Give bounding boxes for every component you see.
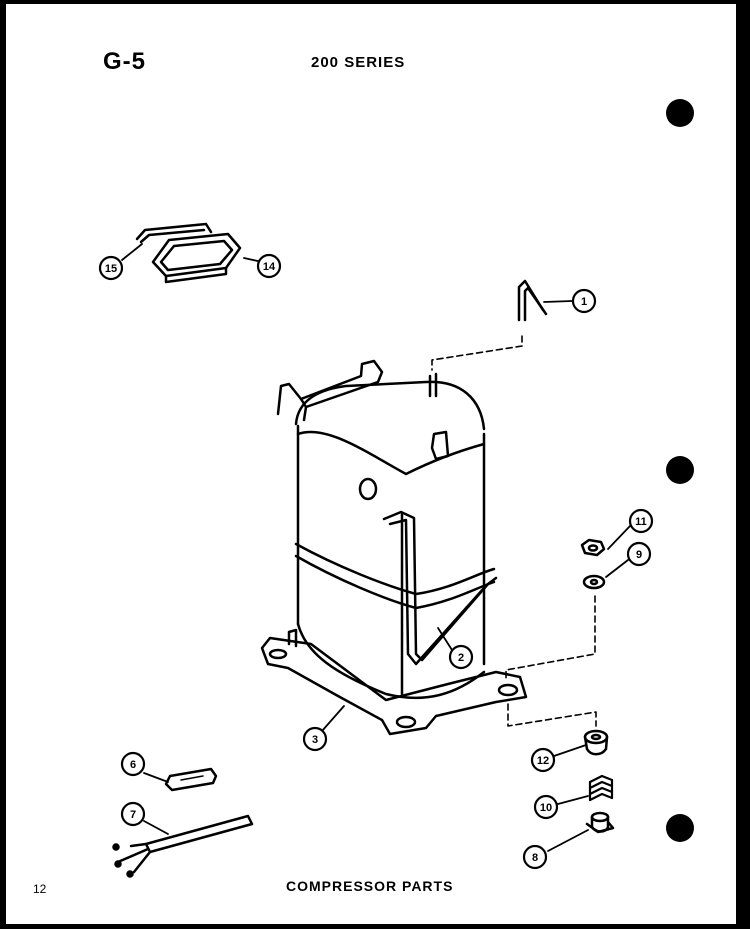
exploded-parts-drawing: 1 2 3 6 7 8 9 10 11 12 14 15 [98,222,654,878]
discharge-tube-part [517,279,548,322]
leader-dashed-tube [431,335,523,371]
callout-12-label: 12 [537,755,549,767]
callout-2-label: 2 [458,652,464,664]
callout-14-label: 14 [263,261,276,273]
diagram-caption: COMPRESSOR PARTS [286,878,454,894]
spring-part [588,774,614,802]
callout-10-label: 10 [540,802,552,814]
callout-3-label: 3 [312,734,318,746]
compressor-body-part [260,359,528,736]
binder-hole-bottom [666,814,694,842]
grommet-part [583,729,609,756]
callout-15-label: 15 [105,263,117,275]
terminal-block-part [164,767,218,792]
suction-tube-part [382,510,498,666]
callout-7-label: 7 [130,809,136,821]
leader-lines [121,243,631,852]
terminal-cover-part [151,232,242,284]
nut-part [580,538,606,557]
binder-hole-middle [666,456,694,484]
leader-dashed-lower [507,703,597,727]
mount-bolt-part [585,811,615,834]
callout-9-upper-label: 9 [636,549,642,561]
series-title: 200 SERIES [311,54,406,71]
leader-dashed-upper [505,595,596,681]
wire-harness-part [112,814,254,878]
diagram-page: G-5 200 SERIES 12 COMPRESSOR PARTS [6,4,736,924]
sheet-id: G-5 [103,48,147,75]
callout-6-label: 6 [130,759,136,771]
cover-clip-part [135,222,213,244]
page-number: 12 [33,882,47,896]
callout-circles [98,253,654,870]
washer-part-upper [582,574,606,590]
callout-8-label: 8 [532,852,538,864]
binder-hole-top [666,99,694,127]
callout-11-label: 11 [635,516,647,528]
callout-1-label: 1 [581,296,587,308]
